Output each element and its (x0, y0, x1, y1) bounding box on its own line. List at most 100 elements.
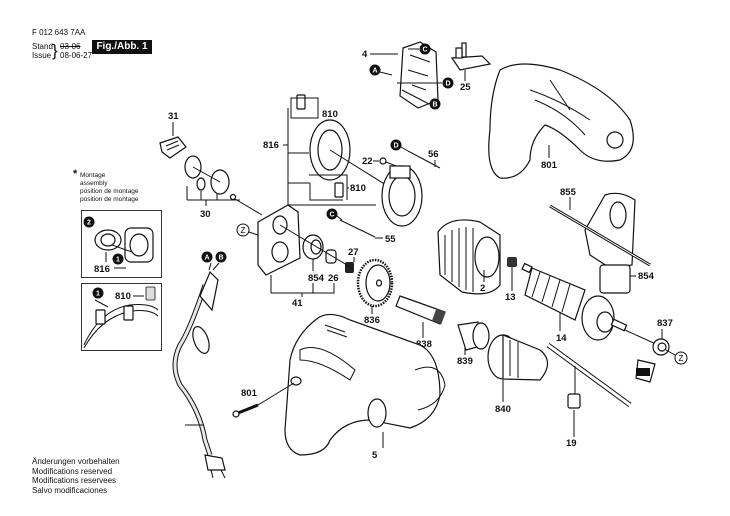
asterisk-marker: * (73, 168, 78, 180)
inset1-part-label: 816 (94, 264, 110, 275)
part-label-854-text: 854 (638, 271, 655, 282)
switch-part (399, 41, 439, 109)
ball-bearing-part (652, 338, 670, 356)
marker-letter: C (422, 47, 427, 54)
footer-line: Modifications reserved (32, 466, 113, 476)
part-label-836: 838 (416, 339, 432, 350)
part-label-19: 801 (241, 388, 258, 399)
part-label-837: 836 (364, 315, 380, 326)
assembly-note: * Montage assembly position de montage p… (73, 169, 139, 204)
marker-c-top: C (419, 43, 431, 55)
housing-front-part (284, 313, 446, 456)
brush-holder-frame-part (381, 165, 423, 227)
note-line: position de montage (80, 188, 139, 195)
part-label-41: 27 (348, 247, 359, 258)
stand-label: Stand (32, 42, 53, 51)
step-number: 2 (87, 220, 91, 227)
housing-rear-part (488, 63, 634, 179)
armature-part (521, 262, 628, 341)
part-label-55: 55 (385, 234, 396, 245)
needle-bearing-41-part (345, 262, 354, 273)
part-label-25: 25 (460, 82, 471, 93)
marker-letter: B (432, 102, 437, 109)
auxiliary-handle-part (584, 192, 636, 294)
inset1-step-2-marker: 2 (83, 216, 95, 228)
switch-lever-part (450, 42, 492, 71)
part-label-816: 816 (263, 140, 279, 151)
part-label-27: 26 (328, 273, 339, 284)
note-line: position de montage (80, 196, 139, 203)
marker-b-cable: B (215, 251, 227, 263)
mains-cable-part (172, 262, 226, 479)
marker-letter: D (393, 143, 398, 150)
inset2-step-1-marker: 1 (92, 287, 104, 299)
marker-letter: C (329, 212, 334, 219)
part-label-2: 2 (480, 283, 485, 294)
part-label-834: 41 (292, 298, 303, 309)
part-label-31: 31 (168, 111, 179, 122)
footer-line: Modifications reservees (32, 476, 117, 485)
issue-label: Issue (32, 51, 52, 60)
rotation-switch-part (159, 136, 187, 159)
depth-stop-part (549, 204, 651, 267)
z-marker-plate: Z (236, 223, 250, 237)
step-number: 1 (96, 291, 100, 298)
marker-b-top: B (429, 98, 441, 110)
lead-55-part (339, 219, 376, 238)
part-label-855: 855 (560, 187, 577, 198)
footer-line: Salvo modificaciones (32, 485, 108, 495)
footer-line: Änderungen vorbehalten (32, 457, 120, 466)
marker-letter: B (218, 255, 223, 262)
part-label-13: 13 (505, 292, 516, 303)
part-label-14: 837 (657, 318, 673, 329)
stand-value-struck: 03-06 (60, 42, 81, 51)
inset1-step-1-marker: 1 (112, 253, 124, 265)
figure-label: Fig./Abb. 1 (92, 40, 152, 54)
part-label-56: 56 (428, 149, 439, 160)
part-label-801-bottom: 5 (372, 450, 378, 461)
inset2-drawing (83, 286, 159, 349)
part-label-839: 840 (495, 404, 511, 415)
part-label-3: 14 (556, 333, 567, 344)
bearing-838-part (457, 321, 490, 351)
marker-a-top: A (369, 64, 381, 76)
gear-part (356, 258, 394, 308)
switch-set-part (184, 155, 237, 201)
footer-notice: Änderungen vorbehalten Modifications res… (32, 457, 120, 495)
document-number: F 012 643 7AA (32, 28, 86, 37)
z-letter: Z (679, 354, 684, 363)
part-label-801-top: 801 (541, 160, 558, 171)
part-label-22: 22 (362, 156, 373, 167)
inset2-part-label: 810 (115, 291, 131, 302)
screw-19-part (232, 403, 259, 418)
marker-letter: D (445, 81, 450, 88)
bearing-26-part (302, 234, 324, 260)
part-label-840: 19 (566, 438, 577, 449)
marker-a-cable: A (201, 251, 213, 263)
issue-date: 08-06-27 (60, 51, 93, 60)
note-line: Montage (80, 172, 106, 179)
part-label-838: 839 (457, 356, 473, 367)
bearing-plate-part (257, 204, 301, 276)
marker-letter: A (372, 68, 377, 75)
marker-d-top: D (442, 77, 454, 89)
bush-27-part (325, 249, 337, 264)
needle-bearing-13-part (507, 257, 517, 267)
spindle-part (395, 295, 446, 325)
inset1-drawing (94, 227, 154, 269)
brace: } (52, 41, 58, 60)
part-label-30: 30 (200, 209, 211, 220)
chuck-key-part (546, 342, 632, 409)
part-label-26: 854 (308, 273, 325, 284)
field-part (437, 219, 501, 295)
z-letter: Z (241, 226, 246, 235)
drill-chuck-part (487, 334, 549, 381)
marker-c-lead: C (326, 208, 338, 220)
marker-letter: A (204, 255, 209, 262)
step-number: 1 (116, 257, 120, 264)
marker-d-lead: D (390, 139, 402, 151)
note-line: assembly (80, 180, 108, 187)
part-label-4: 4 (362, 49, 368, 60)
part-label-810-lower: 810 (350, 183, 366, 194)
